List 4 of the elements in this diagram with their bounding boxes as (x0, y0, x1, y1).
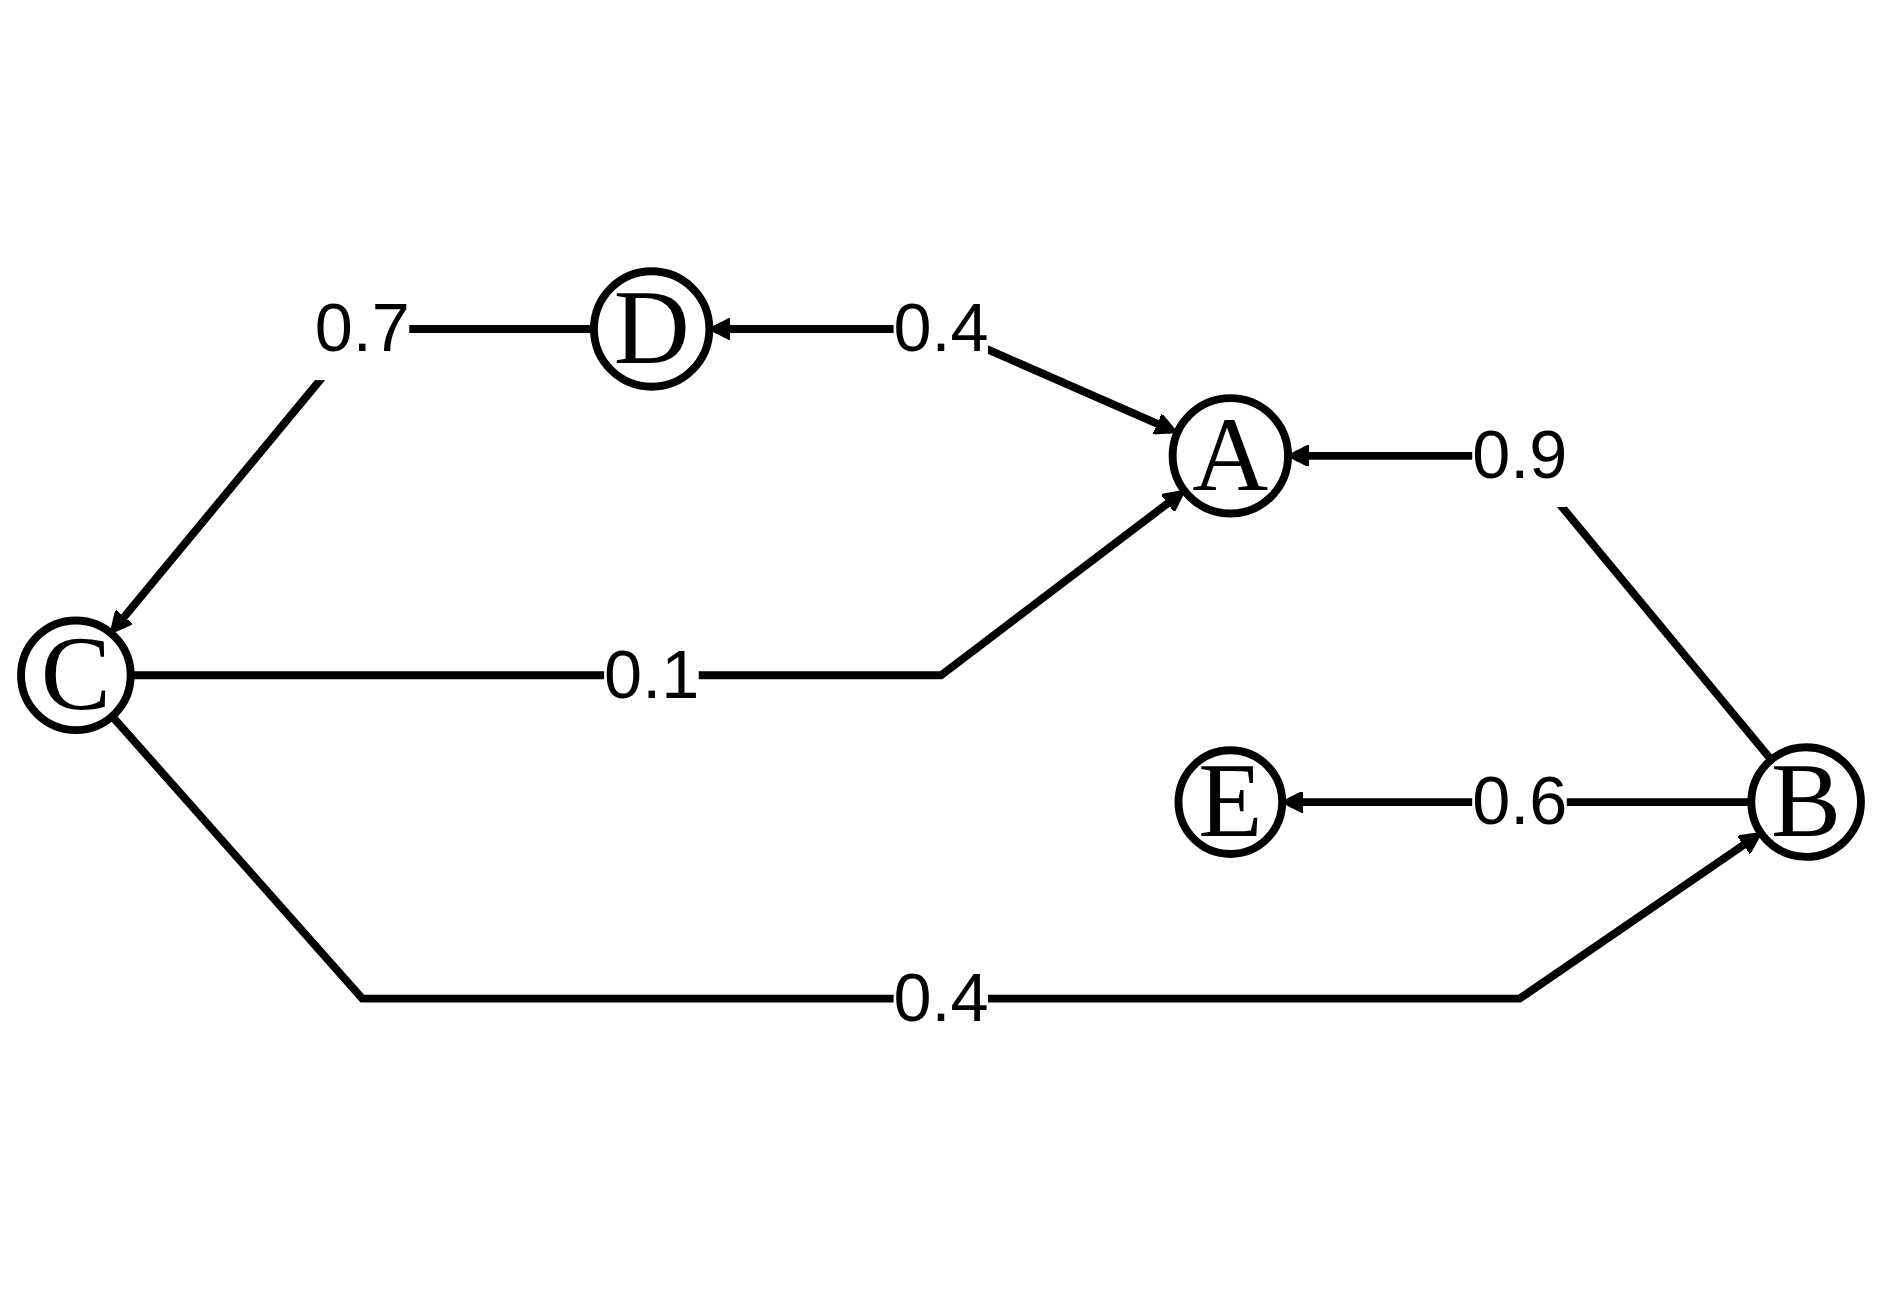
node-circle: C (17, 614, 135, 735)
node-circle: A (1168, 394, 1292, 518)
node-circle: D (590, 267, 714, 391)
node-circle: B (1747, 741, 1865, 861)
